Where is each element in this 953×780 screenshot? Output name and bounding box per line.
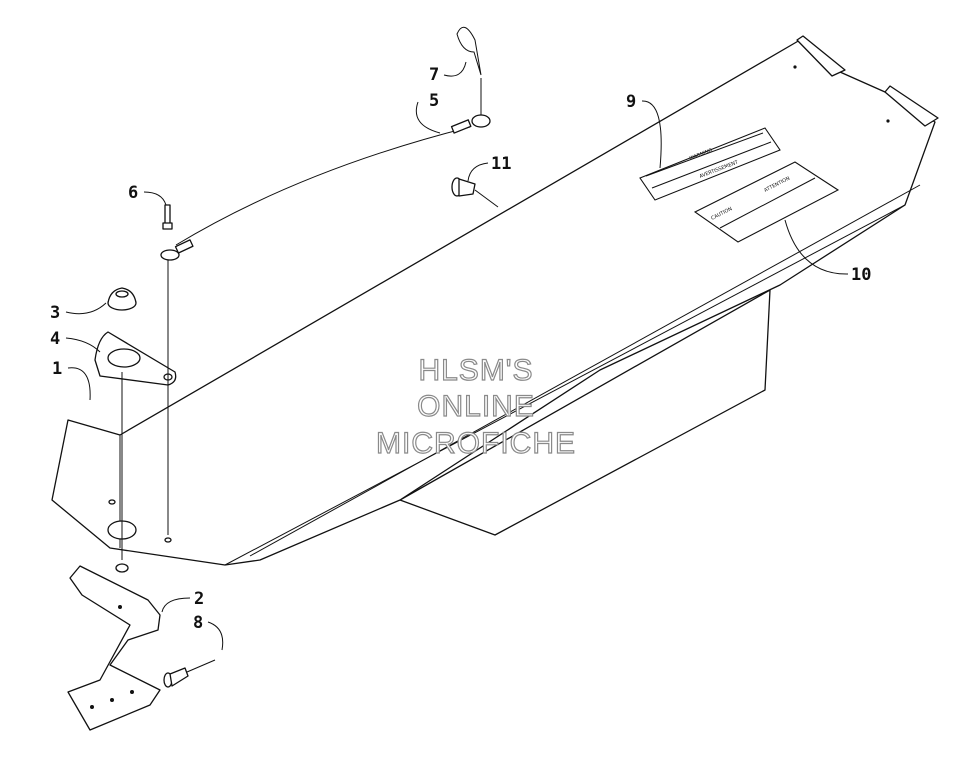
callout-9: 9: [626, 92, 636, 112]
callout-11: 11: [491, 154, 511, 174]
leader-1: [67, 367, 91, 401]
skid-plate-underside: [399, 289, 771, 536]
lower-bracket-washer: [115, 563, 129, 573]
lower-bracket: [67, 565, 161, 731]
lanyard-eyelet-lower: [160, 249, 180, 261]
leader-10: [784, 219, 849, 275]
leader-9: [641, 100, 662, 169]
lanyard-eyelet-upper: [471, 114, 491, 128]
callout-1: 1: [52, 359, 62, 379]
lower-bracket-hole-4: [130, 690, 134, 694]
lanyard-cable: [175, 126, 471, 246]
skid-plate-rear-tab-upper: [796, 35, 846, 77]
lanyard-ferrule-lower: [174, 239, 194, 254]
plug: [451, 177, 499, 208]
grommet: [107, 287, 137, 311]
leader-3: [65, 302, 107, 315]
leader-6: [143, 191, 167, 206]
skid-plate-rear-tab-lower: [884, 85, 939, 127]
hair-pin-clip: [456, 26, 482, 76]
skid-plate-edge-line: [224, 204, 906, 566]
watermark-line-2: ONLINE: [417, 390, 535, 423]
callout-5: 5: [429, 91, 439, 111]
callout-10: 10: [851, 265, 871, 285]
lower-bracket-hole-2: [90, 705, 94, 709]
rear-hole-lower: [886, 119, 890, 123]
callout-4: 4: [50, 329, 60, 349]
mount-bracket-hole: [107, 348, 141, 368]
front-small-hole: [108, 499, 116, 505]
watermark-line-3: MICROFICHE: [376, 427, 576, 460]
leader-4: [65, 337, 101, 353]
skid-plate-edge-line-2: [249, 184, 921, 557]
lanyard-ferrule-upper: [450, 119, 472, 134]
callout-7: 7: [429, 65, 439, 85]
rivet: [163, 659, 216, 688]
leader-11: [467, 162, 489, 182]
leader-5: [415, 101, 441, 134]
rear-hole-upper: [793, 65, 797, 69]
callout-8: 8: [193, 613, 203, 633]
lower-bracket-hole-3: [110, 698, 114, 702]
lanyard-pin: [162, 204, 173, 230]
callout-6: 6: [128, 183, 138, 203]
lower-bracket-hole-1: [118, 605, 122, 609]
callout-2: 2: [194, 589, 204, 609]
leader-2: [161, 597, 191, 613]
leader-7: [443, 61, 467, 77]
callout-3: 3: [50, 303, 60, 323]
watermark-line-1: HLSM'S: [418, 354, 533, 387]
caution-decal: CAUTION ATTENTION: [693, 161, 840, 243]
front-pin-hole: [164, 537, 172, 543]
leader-8: [207, 621, 224, 651]
